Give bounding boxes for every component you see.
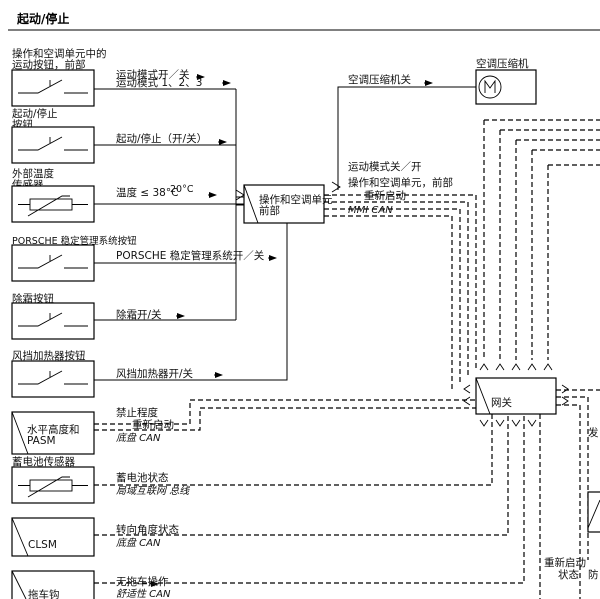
defrost-button-label: 除霜按钮	[12, 292, 54, 305]
tow-hook-label: 拖车钩	[28, 588, 60, 599]
signal-right-status: 状态	[558, 568, 579, 581]
signal-arrows	[150, 74, 433, 587]
signal-out-sport: 运动模式关／开	[348, 160, 422, 173]
signal-psm: PORSCHE 稳定管理系统开／关	[116, 249, 265, 262]
switch-symbol-icon	[18, 370, 88, 385]
sport-button-box	[11, 69, 95, 107]
control-unit-icon	[475, 377, 491, 415]
motor-icon	[478, 75, 502, 99]
psm-button-component: PORSCHE 稳定管理系统按钮	[11, 235, 137, 282]
switch-symbol-icon	[18, 312, 88, 327]
battery-sensor-component: 蓄电池传感器	[11, 455, 95, 504]
sport-button-component: 操作和空调单元中的 运动按钮，前部	[11, 47, 107, 107]
signal-battery-status: 蓄电池状态	[116, 471, 169, 484]
control-unit-icon	[587, 499, 600, 529]
gateway-box	[475, 377, 557, 415]
signal-pasm-can: 底盘 CAN	[116, 432, 161, 444]
signal-sport-mode-a: 运动模式开／关	[116, 68, 190, 81]
signal-pasm-prohibit: 禁止程度	[116, 406, 158, 419]
battery-sensor-label: 蓄电池传感器	[12, 455, 75, 468]
control-unit-icon	[11, 570, 27, 599]
clsm-label: CLSM	[28, 539, 57, 551]
control-unit-icon	[11, 411, 29, 455]
psm-button-label: PORSCHE 稳定管理系统按钮	[12, 235, 137, 247]
gateway-chevrons	[235, 181, 569, 427]
signal-temperature-b: 20°C	[170, 184, 194, 195]
signal-battery-bus: 局域互联网 总线	[116, 485, 190, 497]
startstop-button-component: 起动/停止 按钮	[11, 107, 95, 164]
signal-right-restart: 重新启动	[544, 556, 586, 569]
sport-button-label-1: 操作和空调单元中的	[12, 47, 107, 60]
signal-temperature: 温度 ≤ 38°C	[116, 186, 178, 199]
signal-right-partial: 发	[588, 426, 599, 439]
tow-hook-component: 拖车钩	[11, 570, 95, 599]
signal-startstop: 起动/停止（开/关）	[116, 132, 207, 145]
windshield-heater-button-component: 风挡加热器按钮	[11, 349, 95, 398]
can-bus-connections	[94, 119, 600, 599]
gateway-component: 网关	[475, 377, 557, 415]
front-control-unit-label-1: 操作和空调单元	[259, 193, 333, 206]
offscreen-unit-box	[587, 491, 600, 533]
defrost-button-box	[11, 302, 95, 340]
signal-ac-off: 空调压缩机关	[348, 73, 411, 86]
signal-out-frontunit: 操作和空调单元，前部	[348, 176, 453, 189]
signal-sport-mode-b: 运动模式 1、2、3	[116, 76, 202, 89]
defrost-button-component: 除霜按钮	[11, 292, 95, 340]
outside-temp-label-1: 外部温度	[12, 167, 54, 180]
signal-steering-can: 底盘 CAN	[116, 537, 161, 549]
startstop-button-label-1: 起动/停止	[12, 107, 58, 120]
clsm-component: CLSM	[11, 517, 95, 557]
front-control-unit-component: 操作和空调单元 前部	[243, 184, 333, 224]
signal-tow-can: 舒适性 CAN	[116, 588, 171, 599]
ac-compressor-label: 空调压缩机	[476, 57, 529, 70]
control-unit-icon	[11, 517, 29, 557]
ac-compressor-component: 空调压缩机	[475, 57, 537, 105]
outside-temp-box	[11, 185, 95, 223]
outside-temp-sensor-component: 外部温度 传感器	[11, 167, 95, 223]
switch-symbol-icon	[18, 254, 88, 269]
signal-windshield: 风挡加热器开/关	[116, 367, 194, 380]
front-control-unit-label-2: 前部	[259, 204, 280, 217]
signal-out-mmi: MMI CAN	[348, 205, 393, 216]
psm-button-box	[11, 244, 95, 282]
signal-defrost: 除霜开/关	[116, 308, 162, 321]
page-title: 起动/停止	[16, 11, 69, 26]
battery-sensor-box	[11, 466, 95, 504]
tow-hook-box	[11, 570, 95, 599]
sensor-resistor-icon	[18, 476, 88, 498]
signal-right-anti: 防	[588, 568, 599, 581]
control-unit-icon	[243, 184, 259, 224]
switch-symbol-icon	[18, 136, 88, 151]
signal-pasm-restart: 重新启动	[132, 418, 174, 431]
pasm-label-1: 水平高度和	[27, 423, 80, 436]
sport-button-label-2: 运动按钮，前部	[12, 58, 86, 71]
front-control-unit-box	[243, 184, 325, 224]
pasm-control-unit-component: 水平高度和 PASM	[11, 411, 95, 455]
signal-out-restart: 重新启动	[364, 189, 406, 202]
signal-steering: 转向角度状态	[116, 523, 179, 536]
switch-symbol-icon	[18, 79, 88, 94]
thermistor-icon	[18, 195, 88, 217]
gateway-label: 网关	[491, 396, 512, 409]
signal-tow: 无拖车操作	[116, 575, 169, 588]
pasm-label-2: PASM	[27, 435, 56, 447]
hardwired-connections	[94, 86, 476, 381]
windshield-button-label: 风挡加热器按钮	[12, 349, 86, 362]
startstop-button-box	[11, 126, 95, 164]
windshield-button-box	[11, 360, 95, 398]
